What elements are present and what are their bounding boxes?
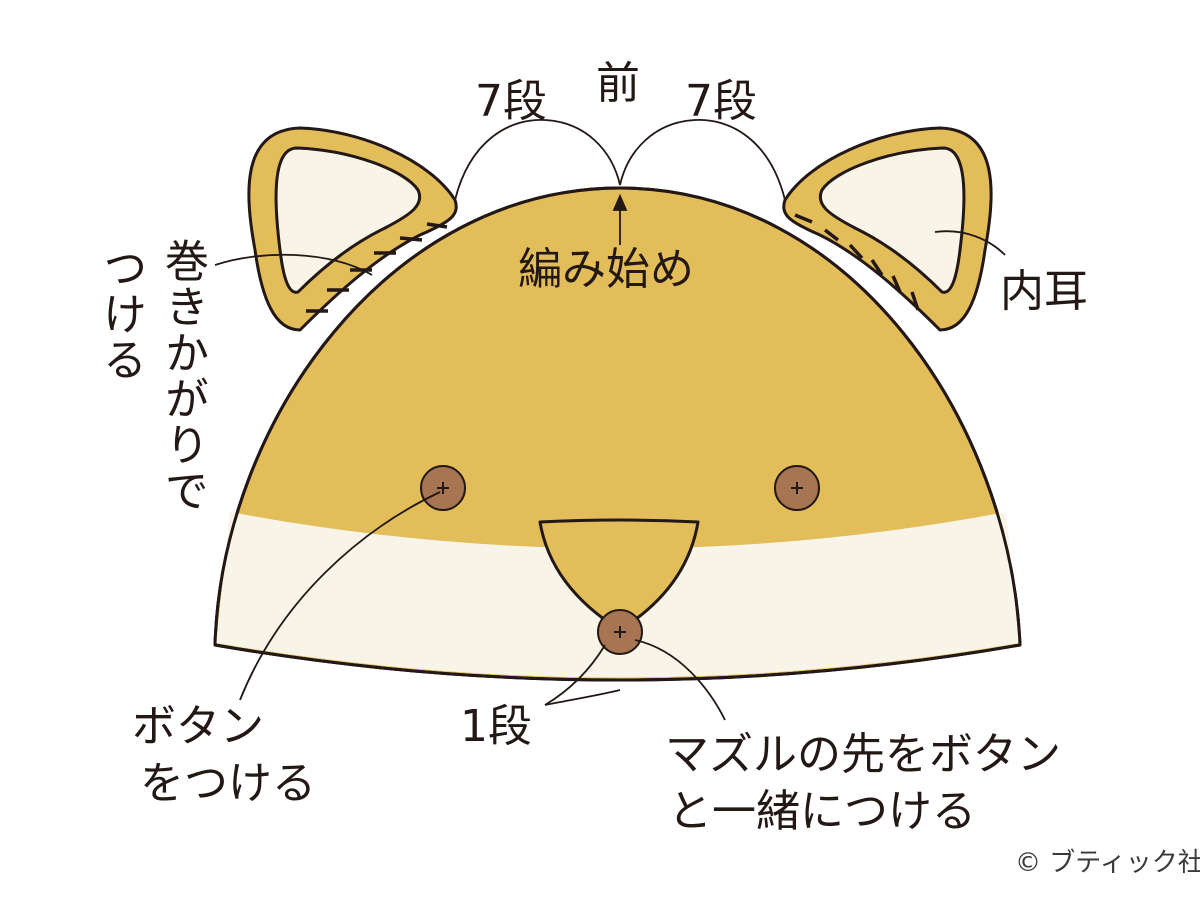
left-eye-button (420, 465, 466, 511)
right-eye-button (774, 465, 820, 511)
one-row-label: 1段 (460, 701, 532, 752)
inner-ear-label: 内耳 (1000, 266, 1088, 317)
button-label-line1: ボタン (132, 701, 264, 752)
right-inner-ear (818, 146, 966, 294)
whipstitch-label-line1: 巻きかがりで (157, 238, 208, 514)
muzzle (538, 518, 700, 632)
nose-button (597, 609, 643, 655)
start-label: 編み始め (518, 244, 694, 295)
copyright-notice: © ブティック社 (1015, 848, 1200, 878)
whipstitch-label-line2: つける (95, 245, 146, 383)
leader-lines (214, 119, 1006, 721)
rows-right-label: 7段 (685, 76, 757, 127)
button-label-line2: をつける (140, 758, 316, 809)
front-label: 前 (596, 58, 640, 109)
whipstitch-marks (306, 213, 920, 313)
rows-left-label: 7段 (475, 76, 547, 127)
muzzle-label-line1: マズルの先をボタン (665, 729, 1061, 780)
muzzle-label-line2: と一緒につける (668, 786, 976, 837)
